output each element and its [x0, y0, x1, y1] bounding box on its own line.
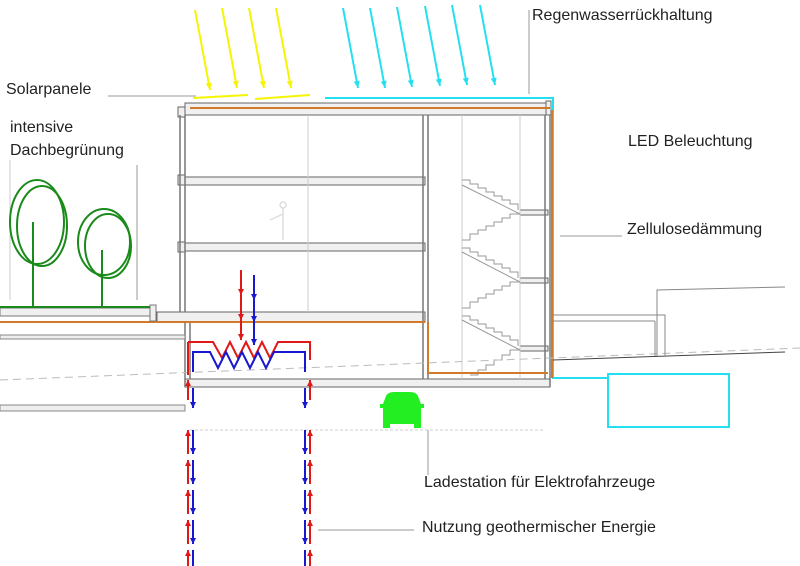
hot-flow-arrow [185, 520, 191, 544]
cold-flow-arrow [192, 550, 194, 566]
cold-flow-arrow [302, 460, 308, 484]
heat-exchanger [187, 339, 311, 375]
hot-flow-arrow [238, 315, 244, 340]
green-roof [0, 304, 186, 412]
label-green-roof-2: Dachbegrünung [10, 142, 124, 159]
sun-ray-arrow [248, 7, 266, 89]
label-led-lighting: LED Beleuchtung [628, 133, 753, 150]
label-green-roof-1: intensive [10, 119, 74, 136]
heat-flow-arrows [238, 270, 257, 345]
sun-ray-arrow [194, 9, 212, 91]
ground-lines [0, 347, 800, 431]
label-ev-charging: Ladestation für Elektrofahrzeuge [424, 474, 656, 491]
rain-ray-arrow [451, 4, 469, 86]
rain-ray-arrow [479, 4, 497, 86]
geothermal-probes [185, 380, 313, 566]
sun-ray-arrow [221, 7, 239, 89]
hot-flow-arrow [185, 550, 191, 566]
cold-flow-arrow [251, 300, 257, 322]
hot-flow-arrow [307, 460, 313, 484]
rain-ray-arrow [369, 7, 387, 89]
label-geothermal: Nutzung geothermischer Energie [422, 519, 656, 536]
person-silhouette [269, 201, 287, 240]
hot-flow-arrow [307, 550, 313, 566]
cold-flow-arrow [190, 460, 196, 484]
cold-flow-arrow [190, 430, 196, 454]
tree [9, 179, 68, 307]
hot-flow-arrow [185, 490, 191, 514]
cold-flow-arrow [190, 490, 196, 514]
hot-flow-arrow [185, 430, 191, 454]
label-solar-panels: Solarpanele [6, 81, 92, 98]
cold-flow-arrow [190, 388, 196, 408]
rain-ray-arrow [424, 5, 442, 87]
cold-flow-arrow [251, 322, 257, 345]
cold-flow-arrow [190, 520, 196, 544]
label-rainwater: Regenwasserrückhaltung [532, 7, 713, 24]
sun-rays [194, 7, 293, 91]
cold-flow-arrow [251, 275, 257, 300]
hot-flow-arrow [307, 380, 313, 400]
cold-flow-arrow [302, 520, 308, 544]
rain-ray-arrow [342, 7, 360, 89]
cold-flow-arrow [302, 490, 308, 514]
sun-ray-arrow [275, 7, 293, 89]
hot-flow-arrow [307, 520, 313, 544]
label-insulation: Zellulosedämmung [627, 221, 763, 238]
walls [179, 115, 551, 387]
cold-flow-arrow [304, 550, 306, 566]
hot-flow-arrow [185, 460, 191, 484]
rain-ray-arrow [396, 6, 414, 88]
tree [77, 208, 132, 307]
building-structure [156, 100, 552, 388]
electric-car-icon [380, 392, 424, 428]
cold-flow-arrow [302, 388, 308, 408]
leader-lines [108, 10, 622, 531]
hot-flow-arrow [307, 430, 313, 454]
cold-flow-arrow [302, 430, 308, 454]
hot-flow-arrow [185, 380, 191, 400]
hot-flow-arrow [238, 270, 244, 295]
rain-rays [342, 4, 497, 89]
solar-panels [192, 94, 311, 100]
annex-structure [553, 286, 786, 356]
staircase [461, 179, 521, 376]
hot-flow-arrow [307, 490, 313, 514]
cellulose-insulation [0, 107, 553, 378]
